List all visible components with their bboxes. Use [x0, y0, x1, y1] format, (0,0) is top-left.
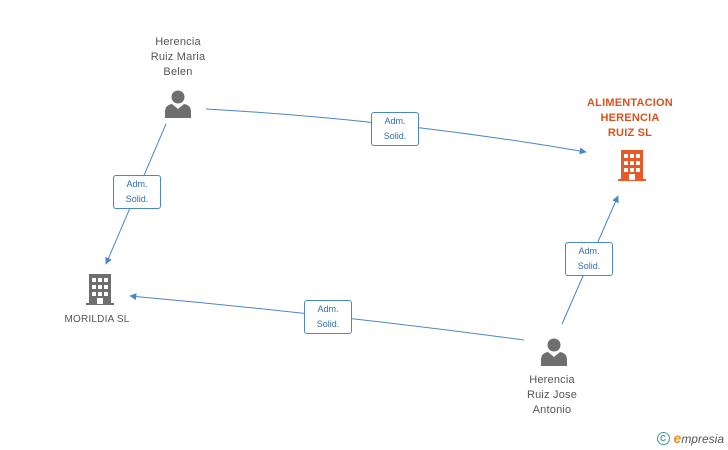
person-icon[interactable]: [541, 338, 567, 367]
building-icon[interactable]: [86, 274, 114, 305]
edge-label-line: Solid.: [577, 261, 601, 271]
brand-footer[interactable]: C empresia: [656, 430, 724, 446]
person-label-line: Belen: [163, 66, 193, 78]
person-label-belen[interactable]: Herencia Ruiz Maria Belen: [130, 35, 226, 80]
person-label-line: Antonio: [532, 404, 572, 416]
edge-label-belen-alimentacion[interactable]: Adm. Solid.: [371, 112, 419, 146]
company-label-morildia[interactable]: MORILDIA SL: [52, 312, 142, 327]
brand-logo-initial: e: [673, 430, 682, 446]
company-label-line: RUIZ SL: [607, 127, 653, 139]
edge-label-line: Solid.: [125, 194, 149, 204]
company-label-line: MORILDIA SL: [64, 314, 130, 325]
company-label-alimentacion[interactable]: ALIMENTACION HERENCIA RUIZ SL: [572, 96, 688, 141]
person-label-line: Ruiz Maria: [150, 51, 206, 63]
company-label-line: ALIMENTACION: [587, 97, 673, 109]
person-label-line: Ruiz Jose: [526, 389, 578, 401]
edge-label-line: Solid.: [316, 319, 340, 329]
brand-logo: empresia: [674, 430, 724, 446]
building-icon[interactable]: [617, 148, 647, 181]
person-icon[interactable]: [165, 90, 191, 119]
edge-label-jose-alimentacion[interactable]: Adm. Solid.: [565, 242, 613, 276]
person-label-line: Herencia: [529, 374, 575, 386]
edge-label-line: Solid.: [383, 131, 407, 141]
edge-label-jose-morildia[interactable]: Adm. Solid.: [304, 300, 352, 334]
edge-label-belen-morildia[interactable]: Adm. Solid.: [113, 175, 161, 209]
copyright-icon: C: [656, 431, 670, 445]
brand-logo-text: mpresia: [681, 432, 724, 446]
company-label-line: HERENCIA: [600, 112, 660, 124]
person-label-jose[interactable]: Herencia Ruiz Jose Antonio: [504, 373, 600, 418]
edge-label-line: Adm.: [126, 179, 148, 189]
edge-label-line: Adm.: [384, 116, 406, 126]
edge-label-line: Adm.: [317, 304, 339, 314]
person-label-line: Herencia: [155, 36, 201, 48]
edge-label-line: Adm.: [578, 246, 600, 256]
